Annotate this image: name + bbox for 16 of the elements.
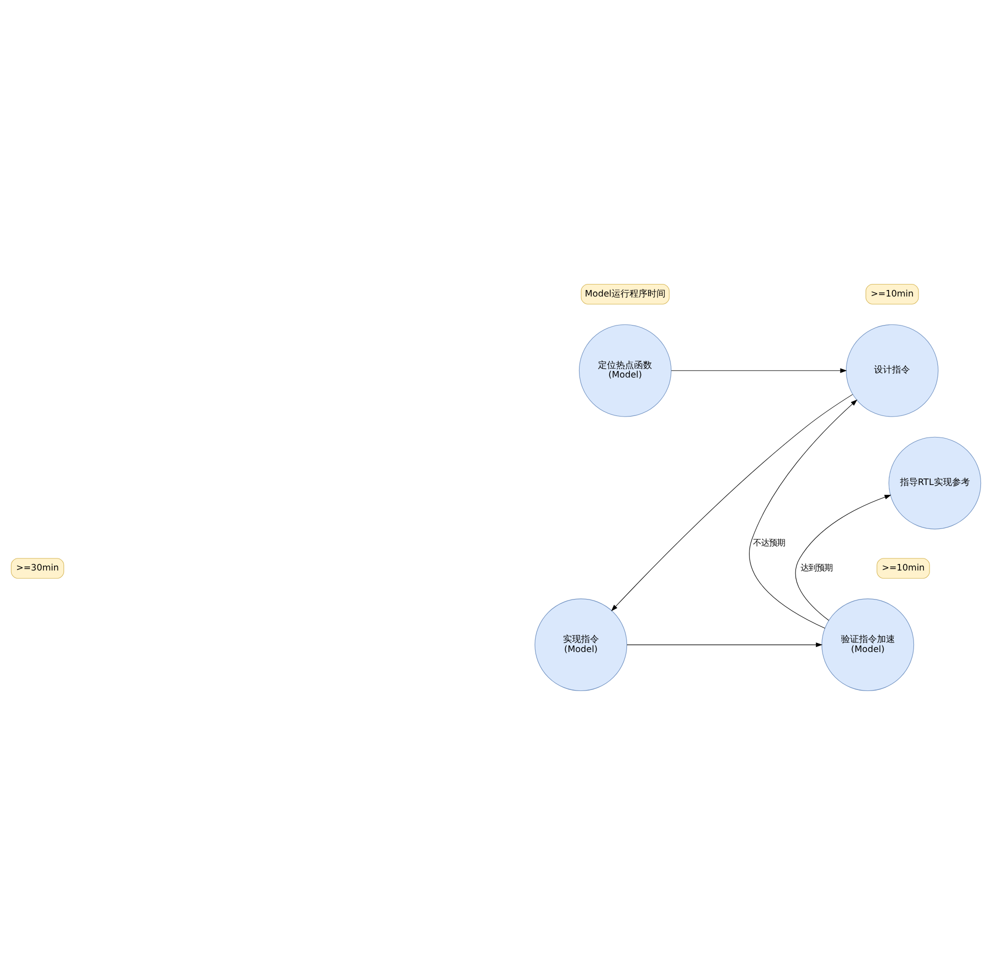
- arrow: [671, 368, 847, 373]
- edge-label: 不达预期: [752, 538, 785, 548]
- node-box: >=30min: [10, 558, 64, 579]
- node-box: Model运行程序时间: [580, 284, 670, 304]
- arrow: [626, 642, 823, 648]
- node-box: >=10min: [866, 284, 919, 304]
- node-circle: 定位热点函数 (Model): [578, 324, 672, 417]
- arrow: [795, 494, 892, 621]
- node-box: >=10min: [876, 558, 930, 579]
- node-circle: 指导RTL实现参考: [888, 436, 982, 530]
- node-circle: 验证指令加速 (Model): [822, 598, 914, 692]
- arrow: [749, 400, 858, 628]
- arrow: [611, 394, 853, 612]
- edge-label: 达到预期: [800, 562, 833, 572]
- node-circle: 实现指令 (Model): [534, 598, 628, 692]
- node-circle: 设计指令: [846, 324, 938, 417]
